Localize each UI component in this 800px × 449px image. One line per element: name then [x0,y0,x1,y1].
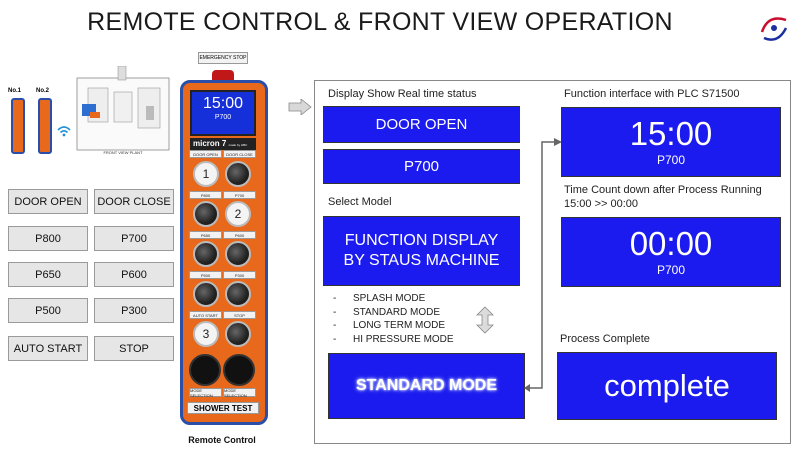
stop-button[interactable]: STOP [94,336,174,361]
remote-button-p650[interactable] [193,241,219,267]
complete-display: complete [557,352,777,420]
remote-label-auto-start: AUTO START [189,311,222,319]
countdown-label-line2: 15:00 >> 00:00 [564,198,639,210]
mode-hi-pressure: HI PRESSURE MODE [353,333,454,345]
page-title: REMOTE CONTROL & FRONT VIEW OPERATION [87,8,673,36]
display-status-label: Display Show Real time status [328,88,477,100]
auto-start-button[interactable]: AUTO START [8,336,88,361]
status-panel [314,80,791,444]
plant-front-view-image: FRONT VIEW PLANT [76,65,170,158]
mode-list-item: - LONG TERM MODE [333,320,446,331]
select-model-label: Select Model [328,196,392,208]
function-display-box: FUNCTION DISPLAY BY STAUS MACHINE [323,216,520,286]
mode-standard: STANDARD MODE [353,306,441,318]
remote-brand-name: micron 7 [193,139,227,148]
remote-label-p600: P600 [223,231,256,239]
countdown-label-line1: Time Count down after Process Running [564,184,762,196]
mini-remote-2 [38,98,52,154]
up-down-arrow-icon [476,306,494,334]
p800-button[interactable]: P800 [8,226,88,251]
door-open-button[interactable]: DOOR OPEN [8,189,88,214]
mode-list: - SPLASH MODE - STANDARD MODE - LONG TER… [333,292,454,346]
remote-button-p700[interactable]: 2 [225,201,251,227]
plc-display: 15:00 P700 [561,107,781,177]
remote-label-p800: P800 [189,191,222,199]
countdown-time: 00:00 [629,225,713,262]
plc-display-time: 15:00 [629,115,713,152]
emergency-stop-button[interactable] [212,70,234,82]
arrow-right-icon [288,99,312,115]
door-close-button[interactable]: DOOR CLOSE [94,189,174,214]
p300-button[interactable]: P300 [94,298,174,323]
remote-screen: 15:00 P700 [190,90,256,136]
remote-button-p600[interactable] [225,241,251,267]
countdown-program: P700 [656,263,686,277]
remote-button-door-close[interactable] [225,161,251,187]
program-display-text: P700 [403,158,440,175]
p650-button[interactable]: P650 [8,262,88,287]
function-display-line1: FUNCTION DISPLAY [344,232,499,249]
remote-label-p300: P300 [223,271,256,279]
remote-label-p500: P500 [189,271,222,279]
mode-list-item: - HI PRESSURE MODE [333,333,454,345]
remote-screen-program: P700 [214,114,232,121]
door-open-display-text: DOOR OPEN [375,116,468,133]
p600-button[interactable]: P600 [94,262,174,287]
mini-remote-1 [11,98,25,154]
plc-interface-label: Function interface with PLC S71500 [564,88,740,100]
logo-icon [760,17,788,41]
remote-no1-label: No.1 [8,88,22,94]
process-complete-label: Process Complete [560,333,650,345]
remote-label-door-close: DOOR CLOSE [223,150,256,158]
plant-label: FRONT VIEW PLANT [103,150,143,155]
mode-selection-knob-left[interactable] [189,354,221,386]
remote-brand: micron 7 made by HBC [190,138,256,150]
standard-mode-display: STANDARD MODE [328,353,525,419]
shower-test-button[interactable]: SHOWER TEST [187,402,259,414]
connector-arrow [524,138,562,392]
remote-button-p800[interactable] [193,201,219,227]
mode-long-term: LONG TERM MODE [353,320,446,331]
function-display-line2: BY STAUS MACHINE [343,252,500,269]
remote-button-auto-start[interactable]: 3 [193,321,219,347]
remote-caption: Remote Control [188,435,256,445]
door-open-display: DOOR OPEN [323,106,520,143]
mode-splash: SPLASH MODE [353,293,426,304]
remote-label-p650: P650 [189,231,222,239]
countdown-display: 00:00 P700 [561,217,781,287]
program-display: P700 [323,149,520,184]
remote-label-p700: P700 [223,191,256,199]
remote-brand-sub: made by HBC [228,143,248,147]
emergency-stop-label: EMERGENCY STOP [198,52,248,64]
p500-button[interactable]: P500 [8,298,88,323]
countdown-label: Time Count down after Process Running 15… [564,183,762,211]
remote-button-door-open[interactable]: 1 [193,161,219,187]
plc-display-program: P700 [656,153,686,167]
mode-list-item: - SPLASH MODE [333,293,426,304]
wifi-icon [57,126,71,137]
complete-text: complete [604,368,730,403]
standard-mode-text: STANDARD MODE [355,377,498,394]
remote-label-stop: STOP [223,311,256,319]
remote-label-door-open: DOOR OPEN [189,150,222,158]
p700-button[interactable]: P700 [94,226,174,251]
remote-label-mode-left: MODE SELECTION [189,388,222,398]
mode-list-item: - STANDARD MODE [333,306,441,318]
remote-control: EMERGENCY STOP 15:00 P700 micron 7 made … [172,52,272,445]
remote-button-p300[interactable] [225,281,251,307]
mode-selection-knob-right[interactable] [223,354,255,386]
remote-screen-time: 15:00 [202,95,244,112]
remote-no2-label: No.2 [36,88,50,94]
remote-button-p500[interactable] [193,281,219,307]
remote-label-mode-right: MODE SELECTION [223,388,256,398]
remote-button-stop[interactable] [225,321,251,347]
